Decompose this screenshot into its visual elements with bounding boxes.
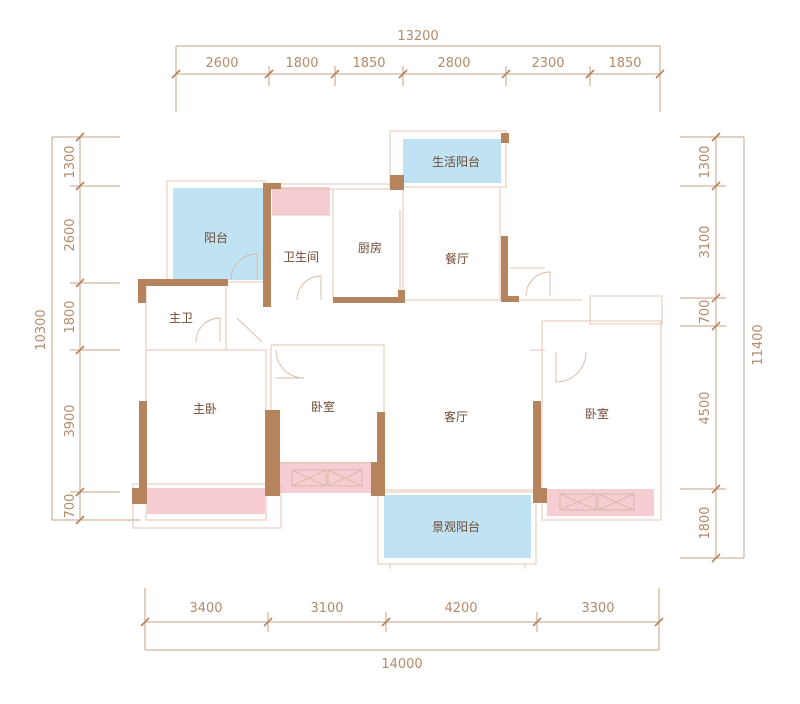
top-dimension-segment: 2600 xyxy=(205,56,238,71)
wall-segment xyxy=(533,488,547,503)
left-dimension-segment: 1800 xyxy=(63,300,78,333)
left-dimension-segment: 1300 xyxy=(63,145,78,178)
bathroom-window-fill xyxy=(272,187,330,215)
master-bedroom-window-fill xyxy=(147,488,265,514)
wall-segment xyxy=(501,296,519,302)
room-label-master-bath: 主卫 xyxy=(169,311,193,325)
window-panes xyxy=(291,469,635,511)
room-label-bedroom: 卧室 xyxy=(311,399,335,414)
bedroom-right-window-fill xyxy=(547,489,654,516)
bottom-dimension-segment: 4200 xyxy=(444,601,477,616)
top-dimension-segment: 1850 xyxy=(352,56,385,71)
wall-segment xyxy=(371,462,385,496)
view-balcony-fill xyxy=(384,495,531,558)
wall-segment xyxy=(377,412,385,496)
bottom-dimension-segment: 3400 xyxy=(189,601,222,616)
right-dimension-segment: 3100 xyxy=(698,225,713,258)
wall-segment xyxy=(132,488,147,504)
wall-segment xyxy=(390,175,404,190)
room-label-master-bedroom: 主卧 xyxy=(193,402,217,416)
room-label-bathroom: 卫生间 xyxy=(283,250,319,264)
wall-segment xyxy=(398,290,405,303)
wall-segment xyxy=(139,401,147,504)
structural-walls xyxy=(132,133,547,504)
wall-segment xyxy=(265,410,280,496)
right-dimension-segment: 700 xyxy=(698,300,713,325)
wall-segment xyxy=(533,401,541,503)
room-label-service-balcony: 生活阳台 xyxy=(432,154,480,169)
top-dimension-chain: 13200 2600 1800 1850 2800 2300 1850 xyxy=(171,29,665,112)
room-labels: 生活阳台 阳台 卫生间 厨房 餐厅 主卫 主卧 卧室 客厅 卧室 景观阳台 xyxy=(169,154,609,534)
right-dimension-segment: 4500 xyxy=(698,391,713,424)
right-dimension-chain: 1300 3100 700 4500 1800 11400 xyxy=(680,132,766,563)
top-dimension-segment: 2300 xyxy=(531,56,564,71)
room-fills xyxy=(147,139,654,558)
top-dimension-segment: 1800 xyxy=(285,56,318,71)
bottom-dimension-segment: 3300 xyxy=(581,601,614,616)
bottom-total-dimension: 14000 xyxy=(381,657,422,672)
right-dimension-segment: 1300 xyxy=(698,145,713,178)
service-balcony-fill xyxy=(403,139,501,183)
wall-segment xyxy=(138,279,228,286)
left-dimension-segment: 3900 xyxy=(63,404,78,437)
right-dimension-segment: 1800 xyxy=(698,506,713,539)
door-swings xyxy=(195,210,587,383)
bottom-dimension-segment: 3100 xyxy=(310,601,343,616)
left-dimension-segment: 700 xyxy=(63,494,78,519)
top-dimension-segment: 1850 xyxy=(608,56,641,71)
bottom-dimension-chain: 3400 3100 4200 3300 14000 xyxy=(140,588,664,672)
wall-segment xyxy=(333,297,405,303)
left-dimension-chain: 10300 1300 2600 1800 3900 700 xyxy=(34,132,140,525)
wall-segment xyxy=(138,279,146,303)
wall-segment xyxy=(263,183,281,189)
room-label-bedroom: 卧室 xyxy=(585,406,609,421)
top-dimension-segment: 2800 xyxy=(437,56,470,71)
room-label-view-balcony: 景观阳台 xyxy=(432,519,480,534)
room-label-dining: 餐厅 xyxy=(445,251,469,266)
right-total-dimension: 11400 xyxy=(751,324,766,365)
room-label-living-room: 客厅 xyxy=(444,409,468,424)
wall-segment xyxy=(263,183,271,307)
top-total-dimension: 13200 xyxy=(397,29,438,44)
left-dimension-segment: 2600 xyxy=(63,218,78,251)
room-label-kitchen: 厨房 xyxy=(358,240,382,255)
balcony-fill xyxy=(173,188,265,280)
left-total-dimension: 10300 xyxy=(34,309,49,350)
wall-segment xyxy=(501,236,508,302)
wall-segment xyxy=(501,133,509,143)
room-label-balcony: 阳台 xyxy=(204,230,228,245)
